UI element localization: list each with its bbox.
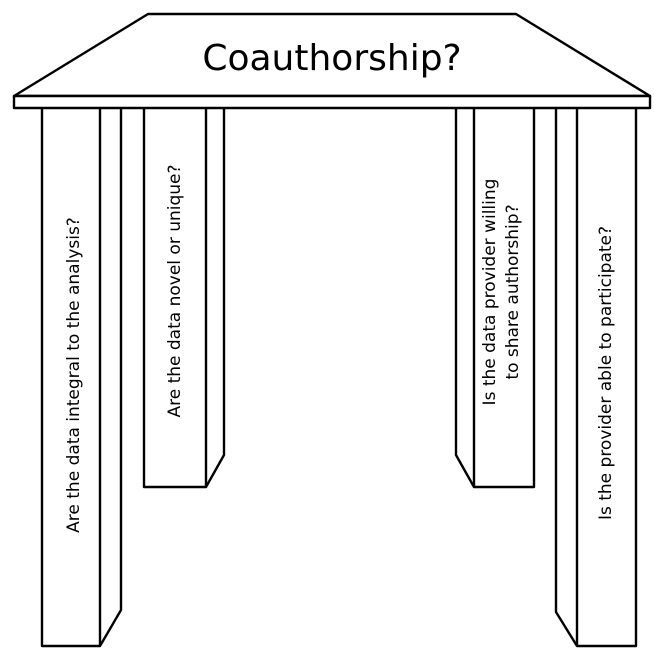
pillar-label-back-right-line-2: to share authorship? [503,204,523,379]
table-top-edge [12,94,652,110]
pillar-label-front-left: Are the data integral to the analysis? [64,217,84,533]
pillar-label-back-right-line-1: Is the data provider willing [480,179,500,406]
table-top [12,12,652,110]
pillar-label-back-left: Are the data novel or unique? [165,164,185,417]
pillar-label-front-right: Is the provider able to participate? [596,226,616,520]
diagram-title: Coauthorship? [202,38,461,79]
